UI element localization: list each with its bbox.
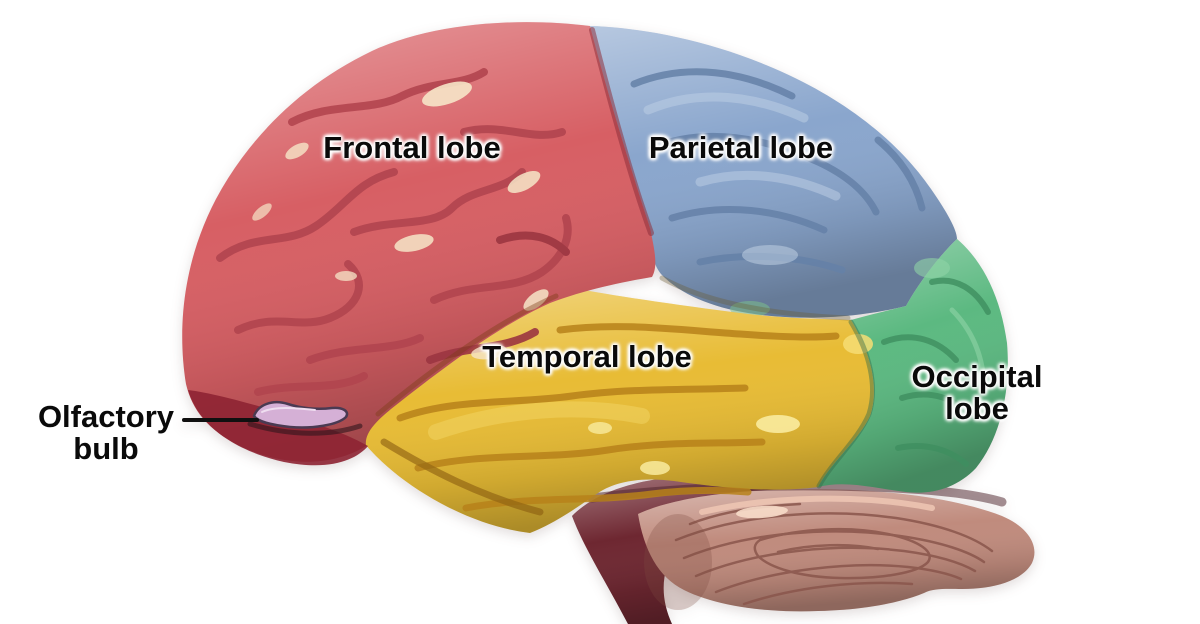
parietal-highlights [643, 92, 841, 201]
temporal-glow-band [428, 401, 650, 440]
parietal-glare [742, 245, 798, 265]
frontal-highlights [252, 81, 549, 360]
label-olfactory-bulb: Olfactory bulb [38, 401, 174, 465]
cerebellum-glare [736, 505, 788, 519]
occipital-gyri [881, 277, 991, 467]
label-occipital-line1: Occipital [911, 359, 1043, 394]
label-occipital-lobe: Occipital lobe [912, 361, 1043, 425]
label-olfactory-line2: bulb [73, 431, 139, 466]
temporal-gyri [380, 323, 840, 516]
label-frontal-lobe: Frontal lobe [323, 130, 501, 165]
olfactory-bulb-shape [252, 400, 349, 429]
occipital-highlight-2 [949, 307, 987, 385]
cerebellum-highlight [699, 495, 935, 515]
frontal-underside-shadow [188, 390, 368, 466]
occipital-highlight [914, 258, 950, 278]
label-olfactory-line1: Olfactory [37, 399, 175, 434]
label-temporal-lobe: Temporal lobe [482, 339, 692, 374]
cerebellum-left-shadow [644, 514, 712, 610]
temporal-highlights [588, 334, 873, 475]
label-occipital-line2: lobe [945, 391, 1009, 426]
lobe-boundary-creases [375, 275, 875, 489]
olfactory-crease-shadow [247, 421, 363, 436]
label-parietal-lobe: Parietal lobe [648, 130, 834, 165]
